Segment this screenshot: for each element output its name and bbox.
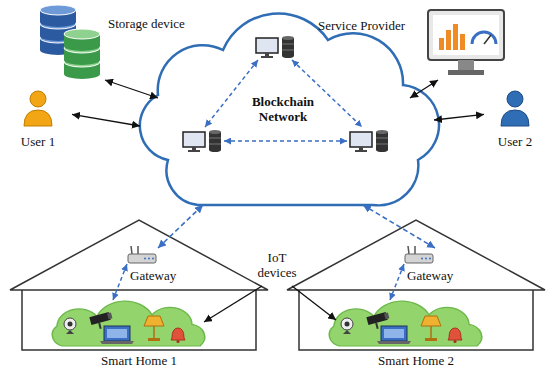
peer-link xyxy=(224,140,347,142)
storage-icon xyxy=(40,5,100,79)
router-icon xyxy=(405,246,433,263)
node-label: Gateway xyxy=(130,268,176,283)
double-arrow xyxy=(410,80,438,98)
monitor-icon xyxy=(460,34,465,50)
double-arrow xyxy=(105,80,158,98)
monitor-icon xyxy=(433,15,499,55)
storage-icon xyxy=(64,55,100,65)
house-outline xyxy=(285,218,547,374)
monitor-icon xyxy=(448,70,484,75)
monitor-icon xyxy=(453,24,458,50)
user-icon xyxy=(24,110,52,126)
peer-link xyxy=(205,60,362,141)
monitor-icon xyxy=(472,32,496,44)
double-arrow xyxy=(434,114,484,120)
leader-arrow xyxy=(292,286,336,320)
iot-devices-cloud xyxy=(329,301,481,346)
storage-icon xyxy=(64,69,100,79)
leader-arrow xyxy=(204,286,262,322)
node-label: User 1 xyxy=(8,134,68,149)
double-arrow xyxy=(72,114,140,126)
storage-icon xyxy=(64,29,100,39)
user-icon xyxy=(501,110,529,126)
user-icon xyxy=(507,91,523,107)
house-outline xyxy=(8,218,270,374)
smart-home: Smart Home 2 Gateway xyxy=(285,218,547,374)
peer-link xyxy=(205,60,258,127)
storage-icon xyxy=(64,41,100,51)
monitor-icon xyxy=(458,60,474,70)
node-label: Storage device xyxy=(108,16,185,31)
monitor-icon xyxy=(439,38,444,50)
gateway-link xyxy=(113,264,404,300)
node-label: Gateway xyxy=(407,268,453,283)
storage-icon xyxy=(40,5,76,15)
gateway-link xyxy=(390,264,404,300)
user-icon xyxy=(501,91,529,126)
house-outline xyxy=(287,220,545,350)
router-icon xyxy=(128,246,156,263)
node-label: Smart Home 1 xyxy=(8,353,270,368)
peer-link xyxy=(292,60,362,127)
computer-icon xyxy=(183,130,221,152)
node-label: User 2 xyxy=(484,134,546,149)
monitor-icon xyxy=(484,35,491,44)
monitor-icon xyxy=(428,10,504,60)
storage-icon xyxy=(40,17,76,27)
node-label: Blockchain Network xyxy=(238,94,328,124)
smart-home: Smart Home 1 Gateway xyxy=(8,218,270,374)
computer-icon xyxy=(350,130,388,152)
callout-label: IoT devices xyxy=(252,250,302,280)
user-icon xyxy=(24,91,52,126)
leader-arrow xyxy=(204,286,336,322)
monitor-icon xyxy=(446,30,451,50)
house-outline xyxy=(10,220,268,350)
node-label: Service Provider xyxy=(318,18,405,33)
monitor-icon xyxy=(428,10,504,75)
node-label: Smart Home 2 xyxy=(285,353,547,368)
dashed-arrow xyxy=(158,205,203,248)
dashed-arrow xyxy=(363,205,435,248)
user-icon xyxy=(30,91,46,107)
cloud-outline xyxy=(140,13,439,205)
iot-devices-cloud xyxy=(52,301,204,346)
gateway-link xyxy=(113,264,127,300)
computer-icon xyxy=(256,36,294,58)
